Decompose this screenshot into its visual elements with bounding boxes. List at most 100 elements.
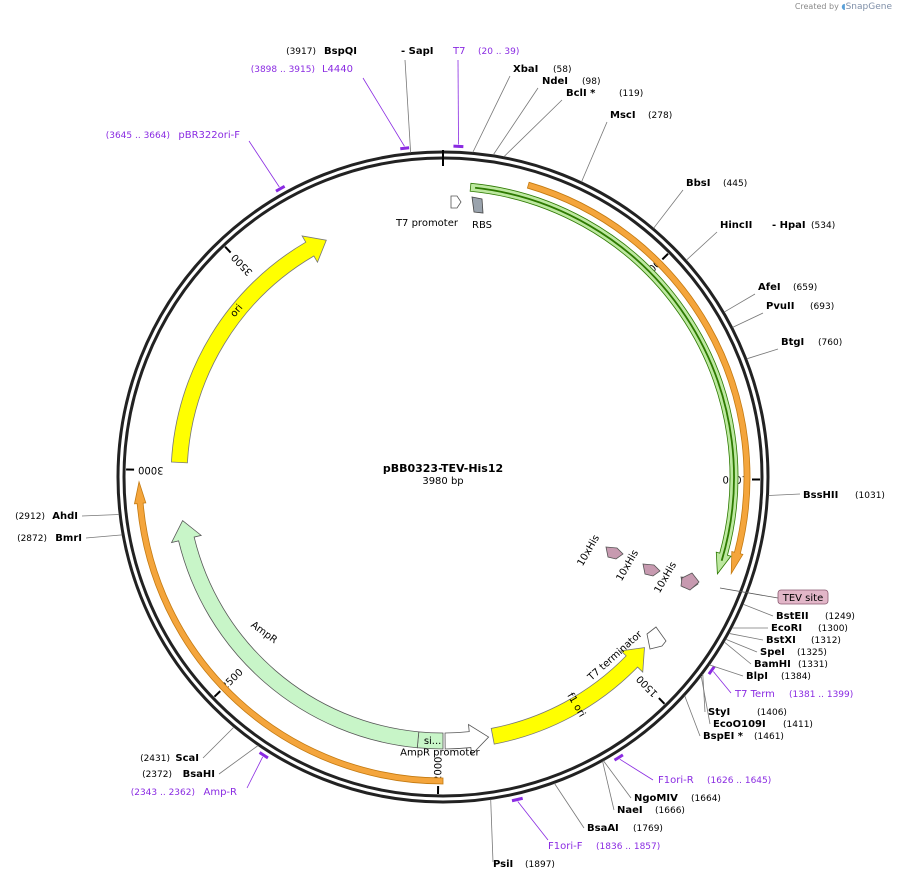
site-name: BstEII (776, 611, 809, 622)
gene-arrow (469, 182, 739, 575)
site-position: (2912) (15, 512, 45, 522)
t7-promoter-label: T7 promoter (395, 218, 459, 229)
ampr-arrow (170, 519, 420, 749)
site-leader (202, 726, 235, 759)
site-position: (1664) (691, 794, 721, 804)
primer-leader (246, 756, 264, 789)
site-position: (1249) (825, 612, 855, 622)
snapgene-credit: Created by ◖SnapGene (795, 2, 892, 12)
site-leader (724, 293, 756, 313)
site-name: BbsI (686, 178, 710, 189)
his-tag-icon (680, 572, 700, 591)
primer-leader (619, 758, 654, 781)
plasmid-backbone (116, 150, 770, 804)
primer-position: (3645 .. 3664) (106, 131, 170, 141)
tick-mark (658, 697, 666, 705)
primer-name: T7 (452, 46, 465, 57)
primer-mark (400, 146, 410, 151)
tick-label: 2000 (433, 756, 444, 782)
site-position: (1331) (798, 660, 828, 670)
primer-leader (713, 671, 732, 694)
site-position: (693) (810, 302, 834, 312)
ampr-promoter-arrow (444, 723, 490, 756)
site-position: (1384) (781, 672, 811, 682)
primer-position: (1836 .. 1857) (596, 842, 660, 852)
site-position: (1312) (811, 636, 841, 646)
his-tag-label: 10xHis (576, 533, 603, 568)
primer-mark (707, 665, 716, 675)
site-position: (2372) (142, 770, 172, 780)
site-position: (1300) (818, 624, 848, 634)
site-leader (702, 673, 706, 713)
site-name: BsaAI (587, 823, 619, 834)
tick-mark (213, 690, 221, 698)
site-name: PvuII (766, 301, 794, 312)
site-leader (404, 59, 412, 153)
site-name: BspQI (324, 46, 357, 57)
site-leader (472, 75, 511, 153)
tev-site-label: TEV site (782, 593, 824, 604)
site-leader (503, 99, 563, 158)
site-name: NaeI (617, 805, 643, 816)
site-leader (554, 783, 585, 829)
tev-site-leader (719, 587, 779, 599)
site-name-alt: - SapI (401, 46, 433, 57)
site-name: NgoMIV (634, 793, 678, 804)
site-name: HincII (720, 220, 752, 231)
tick-label: 3500 (230, 251, 255, 277)
site-position: (1406) (757, 708, 787, 718)
site-position: (1325) (797, 648, 827, 658)
primer-leader (248, 140, 280, 188)
restriction-site-layer: BspQI- SapI(3917)XbaI(58)NdeI(98)BclI *(… (15, 46, 885, 870)
site-leader (700, 675, 711, 725)
site-name: ScaI (175, 753, 199, 764)
site-name: AfeI (758, 282, 781, 293)
site-name: BsaHI (183, 769, 215, 780)
primer-name: F1ori-F (548, 841, 583, 852)
site-name: StyI (708, 707, 730, 718)
site-leader (732, 312, 764, 328)
plasmid-name: pBB0323-TEV-His12 (383, 462, 503, 475)
tick-mark (661, 253, 669, 261)
site-leader (684, 695, 701, 737)
site-leader (686, 231, 718, 261)
site-position: (445) (723, 179, 747, 189)
primer-mark (511, 796, 524, 803)
primer-name: Amp-R (204, 787, 238, 798)
his-tag-icon (642, 563, 661, 577)
site-position: (98) (582, 77, 600, 87)
rbs-block-icon (471, 196, 484, 214)
site-name: SpeI (760, 647, 785, 658)
site-position: (2872) (17, 534, 47, 544)
site-leader (728, 633, 764, 641)
snapgene-logo-icon: ◖ (841, 2, 846, 11)
site-leader (81, 514, 120, 517)
site-name: BspEI * (703, 731, 744, 742)
site-position: (58) (553, 65, 571, 75)
site-leader (742, 603, 774, 617)
credit-prefix: Created by (794, 2, 839, 11)
primer-position: (2343 .. 2362) (131, 788, 195, 798)
ampr-signal-label: si... (424, 736, 442, 747)
t7-terminator-arrow-icon (646, 626, 667, 650)
site-leader (768, 493, 801, 496)
primer-leader (362, 77, 405, 147)
site-name: BamHI (754, 659, 791, 670)
site-name: XbaI (513, 64, 538, 75)
site-leader (490, 799, 494, 863)
primer-mark (258, 751, 269, 760)
tick-label: 3000 (138, 464, 164, 476)
site-name: BssHII (803, 490, 838, 501)
site-position: (3917) (286, 47, 316, 57)
site-position: (119) (619, 89, 643, 99)
site-position: (2431) (140, 754, 170, 764)
site-position: (1411) (783, 720, 813, 730)
primer-position: (1626 .. 1645) (707, 776, 771, 786)
site-name: PsiI (493, 859, 513, 870)
primer-position: (1381 .. 1399) (789, 690, 853, 700)
site-name: MscI (610, 110, 636, 121)
primer-mark (275, 185, 286, 193)
site-position: (1666) (655, 806, 685, 816)
site-name: EcoO109I (713, 719, 766, 730)
primer-position: (3898 .. 3915) (251, 65, 315, 75)
